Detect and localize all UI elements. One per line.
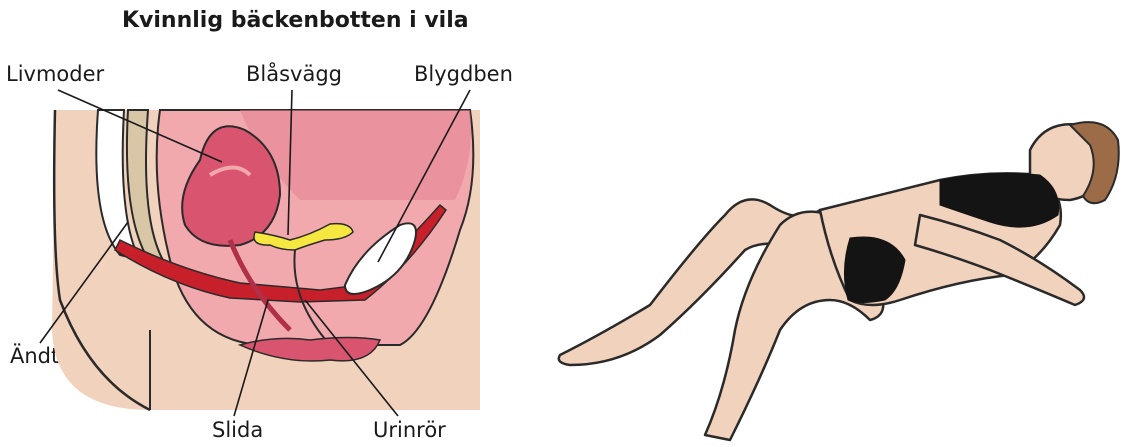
reclining-woman-illustration	[0, 0, 1125, 447]
